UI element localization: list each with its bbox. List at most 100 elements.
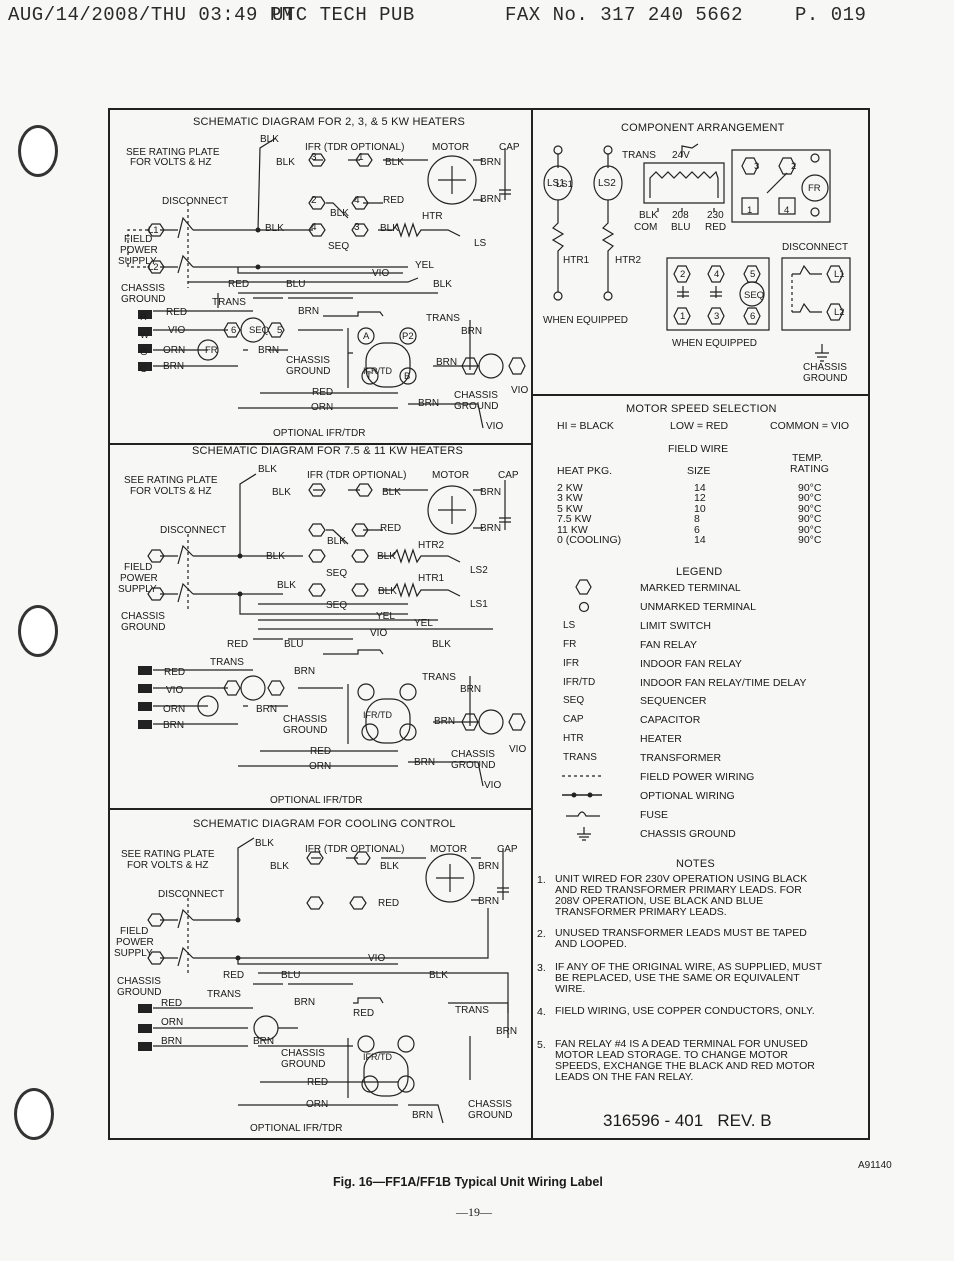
chassis-label: CHASSIS xyxy=(121,611,165,622)
power-label: POWER xyxy=(120,573,158,584)
wire-vio: VIO xyxy=(370,628,388,639)
note-number: 1. xyxy=(537,874,546,886)
rating-note-2: FOR VOLTS & HZ xyxy=(127,860,209,871)
wire-blk-top: BLK xyxy=(258,464,277,475)
term-b: B xyxy=(404,371,411,382)
trans-label: TRANS xyxy=(207,989,241,1000)
trans-label: TRANS xyxy=(212,297,246,308)
ground-label-2: GROUND xyxy=(286,366,331,377)
optional-ifr-tdr: OPTIONAL IFR/TDR xyxy=(250,1123,343,1134)
term-l2: L2 xyxy=(148,262,159,273)
legend-item-symbol: IFR/TD xyxy=(563,676,596,688)
legend-item-text: FAN RELAY xyxy=(640,638,697,651)
chassis-label-2: CHASSIS xyxy=(286,355,330,366)
legend-item-symbol: SEQ xyxy=(563,695,585,707)
term-1: 1 xyxy=(747,205,753,216)
fax-sender: UTC TECH PUB xyxy=(272,4,415,26)
htr1-label: HTR1 xyxy=(418,573,445,584)
punch-hole-top xyxy=(18,125,58,177)
legend-item-symbol: CAP xyxy=(563,714,584,726)
ground-label: GROUND xyxy=(117,987,162,998)
wire-yel: YEL xyxy=(376,611,395,622)
wire-table-size: 12 xyxy=(694,492,706,505)
wire-blu: BLU xyxy=(281,970,301,981)
note-text: FIELD WIRING, USE COPPER CONDUCTORS, ONL… xyxy=(555,1005,815,1017)
wire-table-pkg: 0 (COOLING) xyxy=(557,534,622,546)
term-l2: L2 xyxy=(834,307,845,318)
legend-symbol-ground-icon xyxy=(577,826,591,841)
wire-table-temp: 90°C xyxy=(798,523,822,536)
wire-orn: ORN xyxy=(161,1017,184,1028)
legend-item-text: FIELD POWER WIRING xyxy=(640,771,755,783)
tap-230: 230 xyxy=(707,210,724,221)
chassis-label-2: CHASSIS xyxy=(281,1048,325,1059)
disconnect-label: DISCONNECT xyxy=(782,242,849,253)
cap-label: CAP xyxy=(498,470,519,481)
legend-item-text: CAPACITOR xyxy=(640,714,701,727)
ifr-optional-label: IFR (TDR OPTIONAL) xyxy=(305,844,405,855)
wire-brn-2: BRN xyxy=(480,523,502,534)
seq-label: SEQ xyxy=(744,290,765,301)
legend-item-text: INDOOR FAN RELAY xyxy=(640,657,742,670)
ground-label-2: GROUND xyxy=(281,1059,326,1070)
fax-page: P. 019 xyxy=(795,4,867,26)
htr1-label: HTR1 xyxy=(563,255,590,266)
size-header: SIZE xyxy=(687,465,711,477)
wire-brn-3: BRN xyxy=(298,306,320,317)
rating-note-2: FOR VOLTS & HZ xyxy=(130,157,212,168)
wire-blk-1: BLK xyxy=(276,157,295,168)
legend-item-symbol: IFR xyxy=(563,657,580,669)
wire-blk-8: BLK xyxy=(432,639,451,650)
wire-table-pkg: 2 KW xyxy=(557,482,583,494)
field-wire-title: FIELD WIRE xyxy=(668,443,729,455)
ifr-td-label: IFR/TD xyxy=(363,710,392,720)
fr-label: FR xyxy=(205,345,218,356)
term-g: G xyxy=(140,347,148,358)
supply-label: SUPPLY xyxy=(118,256,157,267)
seq-label: SEQ xyxy=(328,241,350,252)
term-1: 1 xyxy=(358,152,364,163)
wire-blk-6: BLK xyxy=(277,580,296,591)
legend-item-text: FUSE xyxy=(640,808,669,821)
rating-note-1: SEE RATING PLATE xyxy=(121,849,215,860)
temp-header-1: TEMP. xyxy=(792,452,823,464)
ls1-circle-label: LS1 xyxy=(556,179,573,190)
term-3b: 3 xyxy=(714,311,720,322)
legend-item-symbol: HTR xyxy=(563,733,584,745)
wire-blu: BLU xyxy=(286,279,306,290)
ground-label-3: GROUND xyxy=(451,760,496,771)
schematic-2-3-5-wiring xyxy=(108,108,532,444)
wire-brn-1: BRN xyxy=(478,861,500,872)
chassis-label: CHASSIS xyxy=(803,362,847,373)
term-1b: 1 xyxy=(680,311,686,322)
term-4b: 4 xyxy=(714,269,720,280)
wire-blk-4: BLK xyxy=(265,223,284,234)
panel-title: SCHEMATIC DIAGRAM FOR 7.5 & 11 KW HEATER… xyxy=(192,445,464,457)
wire-blk-5: BLK xyxy=(380,223,399,234)
trans-label: TRANS xyxy=(622,150,656,161)
htr-label: HTR xyxy=(422,211,443,222)
rating-note-2: FOR VOLTS & HZ xyxy=(130,486,212,497)
wire-blk-3: BLK xyxy=(429,970,448,981)
wire-vio-4: VIO xyxy=(486,421,504,432)
when-equipped-2: WHEN EQUIPPED xyxy=(672,338,758,349)
heat-pkg-header: HEAT PKG. xyxy=(557,465,613,477)
wire-red-4: RED xyxy=(353,1008,375,1019)
legend-symbol-fuse-icon xyxy=(566,811,600,817)
tap-com: COM xyxy=(634,222,658,233)
common-speed: COMMON = VIO xyxy=(770,420,850,432)
legend-item-text: INDOOR FAN RELAY/TIME DELAY xyxy=(640,676,807,689)
wire-brn-3: BRN xyxy=(294,666,316,677)
wire-vio-3: VIO xyxy=(509,744,527,755)
htr2-label: HTR2 xyxy=(418,540,445,551)
legend-item-text: MARKED TERMINAL xyxy=(640,582,741,594)
term-c: C xyxy=(140,364,147,375)
wire-brn-1: BRN xyxy=(480,157,502,168)
trans-label-2: TRANS xyxy=(455,1005,489,1016)
term-4b: 4 xyxy=(311,222,317,233)
when-equipped-1: WHEN EQUIPPED xyxy=(543,315,629,326)
wire-brn-7: BRN xyxy=(436,357,458,368)
voltage-label: 24V xyxy=(672,150,690,161)
component-arrangement-drawing xyxy=(532,108,868,394)
field-label: FIELD xyxy=(124,562,153,573)
